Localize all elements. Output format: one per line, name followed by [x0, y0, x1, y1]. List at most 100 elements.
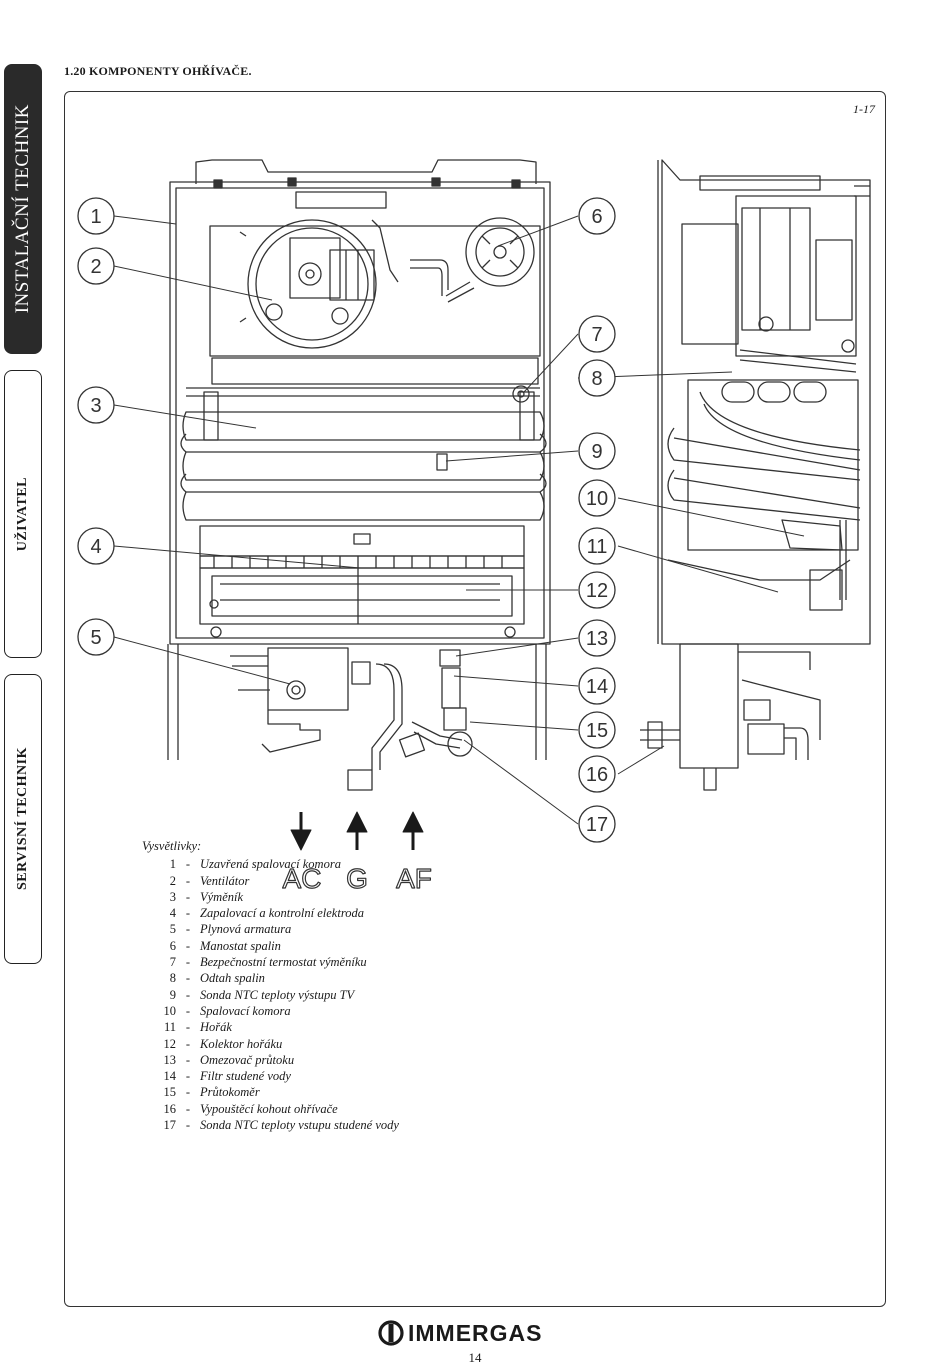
front-view [167, 159, 551, 791]
tab-service[interactable]: SERVISNÍ TECHNIK [4, 674, 42, 964]
legend-item-number: 12 [163, 1036, 177, 1051]
legend-item-text: Odtah spalin [200, 971, 265, 986]
legend-item: 10-Spalovací komora [148, 1003, 399, 1019]
legend-dash: - [185, 873, 191, 888]
legend-dash: - [185, 987, 191, 1002]
legend-item-number: 10 [163, 1003, 177, 1018]
figure-id: 1-17 [853, 102, 875, 116]
callout-2: 2 [90, 256, 101, 278]
tab-installer[interactable]: INSTALAČNÍ TECHNIK [4, 64, 42, 354]
legend-item: 2-Ventilátor [148, 873, 399, 889]
legend-item-number: 11 [163, 1020, 176, 1035]
label-af: AF [396, 863, 432, 894]
label-ac: AC [283, 863, 322, 894]
legend-dash: - [185, 1052, 191, 1067]
legend-item-text: Plynová armatura [200, 922, 292, 937]
legend-dash: - [185, 1118, 191, 1133]
label-g: G [346, 863, 368, 894]
legend-dash: - [185, 1020, 191, 1035]
legend-item-number: 3 [169, 889, 176, 904]
legend-item-number: 1 [169, 857, 176, 872]
legend-item-text: Omezovač průtoku [200, 1052, 295, 1067]
legend-item-text: Sonda NTC teploty vstupu studené vody [200, 1118, 399, 1133]
legend-item-number: 8 [169, 971, 176, 986]
callout-16: 16 [586, 764, 608, 786]
callout-8: 8 [591, 368, 602, 390]
legend-item: 17-Sonda NTC teploty vstupu studené vody [148, 1117, 399, 1133]
callout-6: 6 [591, 206, 602, 228]
section-number: 1.20 [64, 64, 86, 78]
legend-item-number: 15 [163, 1085, 177, 1100]
legend-item: 7-Bezpečnostní termostat výměníku [148, 954, 399, 970]
legend-item-text: Sonda NTC teploty výstupu TV [200, 987, 355, 1002]
legend-item-text: Filtr studené vody [200, 1069, 291, 1084]
callout-10: 10 [586, 488, 608, 510]
legend-item: 6-Manostat spalin [148, 938, 399, 954]
callout-12: 12 [586, 580, 608, 602]
logo-mark-icon [378, 1320, 404, 1346]
section-heading: 1.20 KOMPONENTY OHŘÍVAČE. [64, 64, 252, 79]
legend-dash: - [185, 1069, 191, 1084]
legend-item-number: 7 [169, 955, 176, 970]
legend-item-number: 9 [169, 987, 176, 1002]
legend-dash: - [185, 938, 191, 953]
legend-item: 9-Sonda NTC teploty výstupu TV [148, 987, 399, 1003]
legend-title: Vysvětlivky: [142, 839, 202, 853]
legend-item-text: Zapalovací a kontrolní elektroda [200, 906, 364, 921]
page-number: 14 [468, 1350, 482, 1365]
legend-item: 5-Plynová armatura [148, 921, 399, 937]
legend-dash: - [185, 906, 191, 921]
brand-name: IMMERGAS [408, 1319, 543, 1346]
legend-item: 8-Odtah spalin [148, 970, 399, 986]
callout-15: 15 [586, 720, 608, 742]
legend-item-text: Manostat spalin [200, 938, 281, 953]
legend: Vysvětlivky: 1-Uzavřená spalovací komora… [142, 838, 399, 1133]
tab-user[interactable]: UŽIVATEL [4, 370, 42, 658]
legend-item-text: Hořák [200, 1020, 232, 1035]
callout-17: 17 [586, 814, 608, 836]
legend-item: 1-Uzavřená spalovací komora [148, 856, 399, 872]
callout-5: 5 [90, 627, 101, 649]
immergas-logo: IMMERGAS [378, 1318, 543, 1348]
callout-9: 9 [591, 441, 602, 463]
figure-frame: 1-17 [64, 91, 886, 1307]
legend-dash: - [185, 971, 191, 986]
legend-dash: - [185, 1036, 191, 1051]
legend-dash: - [185, 1085, 191, 1100]
legend-item-text: Průtokoměr [200, 1085, 260, 1100]
legend-dash: - [185, 955, 191, 970]
legend-item: 3-Výměník [148, 889, 399, 905]
legend-dash: - [185, 857, 191, 872]
side-view [640, 159, 871, 791]
legend-item-number: 5 [169, 922, 176, 937]
legend-item: 12-Kolektor hořáku [148, 1036, 399, 1052]
legend-item-number: 14 [163, 1069, 177, 1084]
legend-item: 11-Hořák [148, 1019, 399, 1035]
legend-item: 4-Zapalovací a kontrolní elektroda [148, 905, 399, 921]
section-title: KOMPONENTY OHŘÍVAČE. [89, 64, 252, 78]
callout-leaders [113, 215, 805, 825]
legend-dash: - [185, 1003, 191, 1018]
legend-item-text: Vypouštěcí kohout ohřívače [200, 1101, 338, 1116]
legend-dash: - [185, 1101, 191, 1116]
legend-item-number: 13 [163, 1052, 177, 1067]
legend-item: 14-Filtr studené vody [148, 1068, 399, 1084]
legend-item-number: 6 [169, 938, 176, 953]
legend-item-text: Výměník [200, 889, 244, 904]
callout-13: 13 [586, 628, 608, 650]
callout-7: 7 [591, 324, 602, 346]
boiler-component-diagram: 1 2 3 4 5 6 7 8 9 10 11 12 13 14 15 16 1… [77, 159, 871, 895]
legend-item: 15-Průtokoměr [148, 1084, 399, 1100]
legend-item-text: Kolektor hořáku [200, 1036, 283, 1051]
callout-1: 1 [90, 206, 101, 228]
callout-4: 4 [90, 536, 101, 558]
legend-item-number: 4 [169, 906, 176, 921]
legend-dash: - [185, 922, 191, 937]
legend-item-text: Bezpečnostní termostat výměníku [200, 955, 367, 970]
callout-circles [77, 197, 616, 843]
callout-numbers: 1 2 3 4 5 6 7 8 9 10 11 12 13 14 15 16 1… [90, 206, 608, 836]
legend-item: 13-Omezovač průtoku [148, 1052, 399, 1068]
legend-item: 16-Vypouštěcí kohout ohřívače [148, 1101, 399, 1117]
callout-3: 3 [90, 395, 101, 417]
connection-labels: AC G AF [282, 862, 433, 894]
